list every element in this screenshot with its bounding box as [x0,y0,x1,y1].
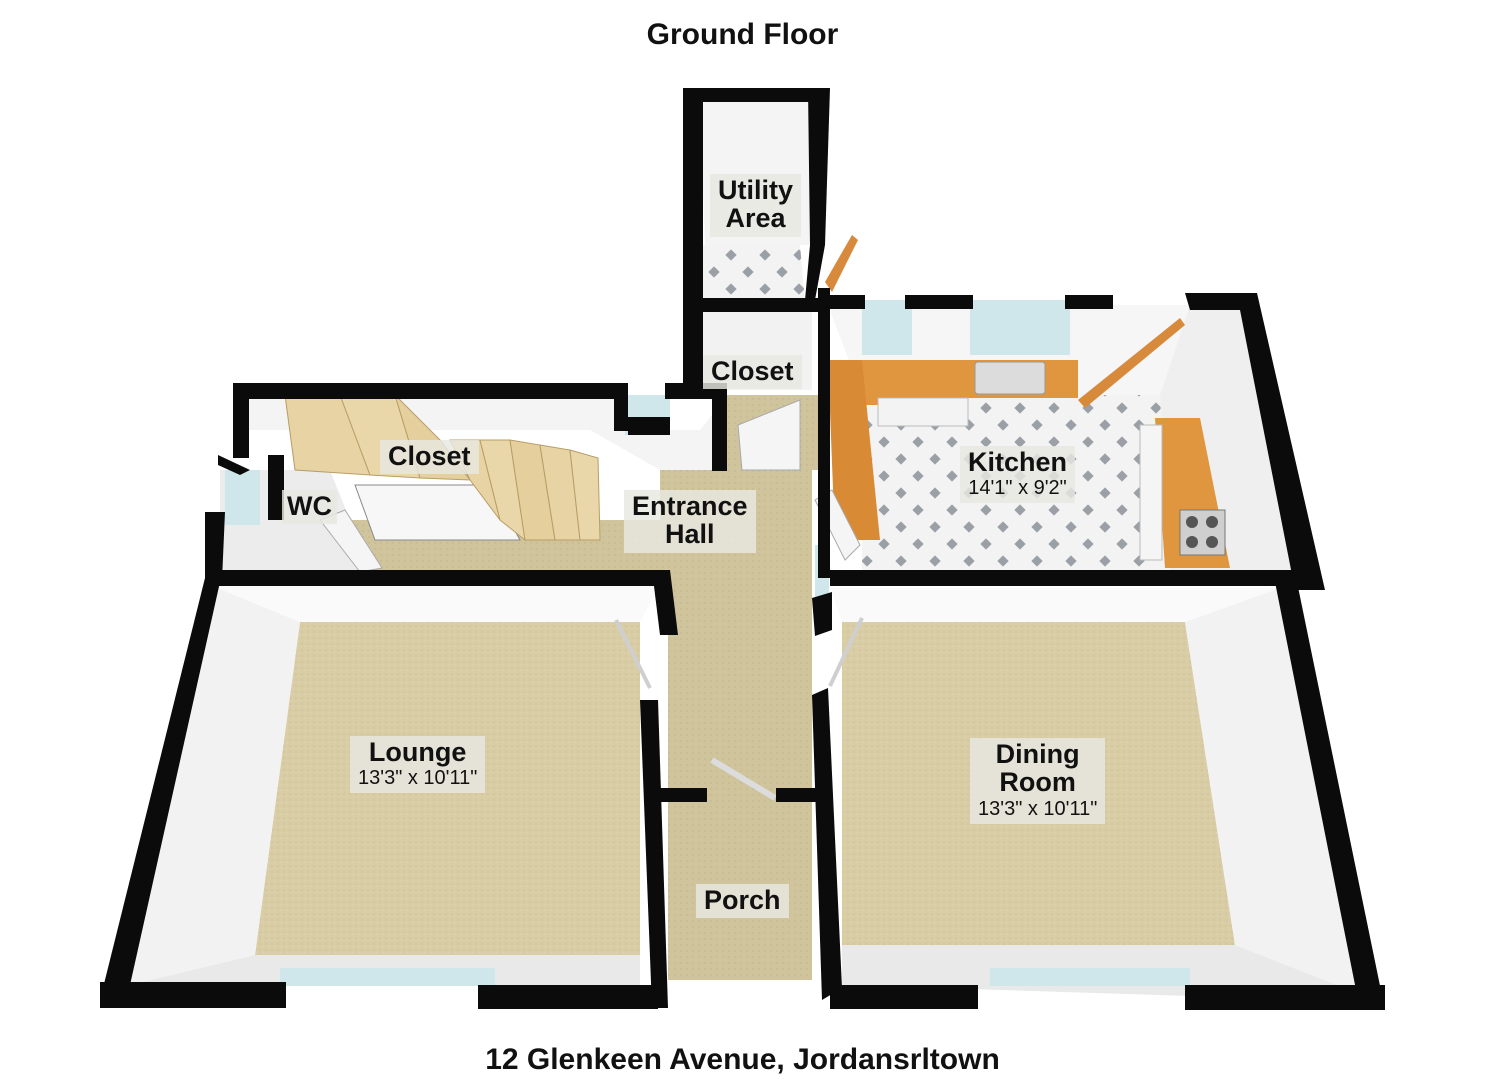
windows [225,300,1190,986]
room-name: Entrance Hall [632,491,748,550]
room-dimensions: 14'1" x 9'2" [968,477,1067,500]
room-name: Dining Room [995,739,1080,798]
room-name: Closet [711,356,794,386]
kitchen-sink [974,361,1046,395]
room-name: Lounge [368,737,467,767]
utility-area-label: Utility Area [710,174,802,237]
lounge-label: Lounge 13'3" x 10'11" [350,736,486,794]
lounge-door [614,619,652,689]
dining-room-label: Dining Room 13'3" x 10'11" [970,738,1106,824]
closet-upper-label: Closet [703,355,802,390]
entrance-hall-label: Entrance Hall [624,490,756,553]
room-dimensions: 13'3" x 10'11" [978,797,1098,820]
closet-stairs-box [354,484,521,541]
walls [100,88,1385,1010]
kitchen-cupboards [877,397,969,427]
lounge-wall-back [210,585,660,622]
plan-title: Ground Floor [646,18,839,51]
kitchen-back-door [1078,318,1185,408]
kitchen-appliances [1139,424,1163,561]
porch-label: Porch [696,884,789,919]
utility-door [825,235,858,292]
kitchen-worktop-left [828,360,880,540]
dining-wall-back [830,588,1280,622]
closet-stairs-label: Closet [380,440,479,475]
lounge-wall-left [130,585,300,985]
room-dimensions: 13'3" x 10'11" [358,767,478,790]
room-name: WC [287,491,332,521]
porch-door [710,757,777,801]
kitchen-label: Kitchen 14'1" x 9'2" [960,446,1076,504]
utility-floor [700,245,805,300]
kitchen-hob [1179,509,1226,556]
hall-closet-door [737,399,801,471]
room-name: Kitchen [968,447,1068,477]
dining-door [828,617,864,687]
wc-label: WC [282,490,337,525]
room-name: Porch [704,885,781,915]
property-address: 12 Glenkeen Avenue, Jordansrltown [485,1043,1000,1076]
dining-wall-right [1185,588,1380,1002]
room-name: Utility Area [718,175,794,234]
room-name: Closet [388,441,471,471]
